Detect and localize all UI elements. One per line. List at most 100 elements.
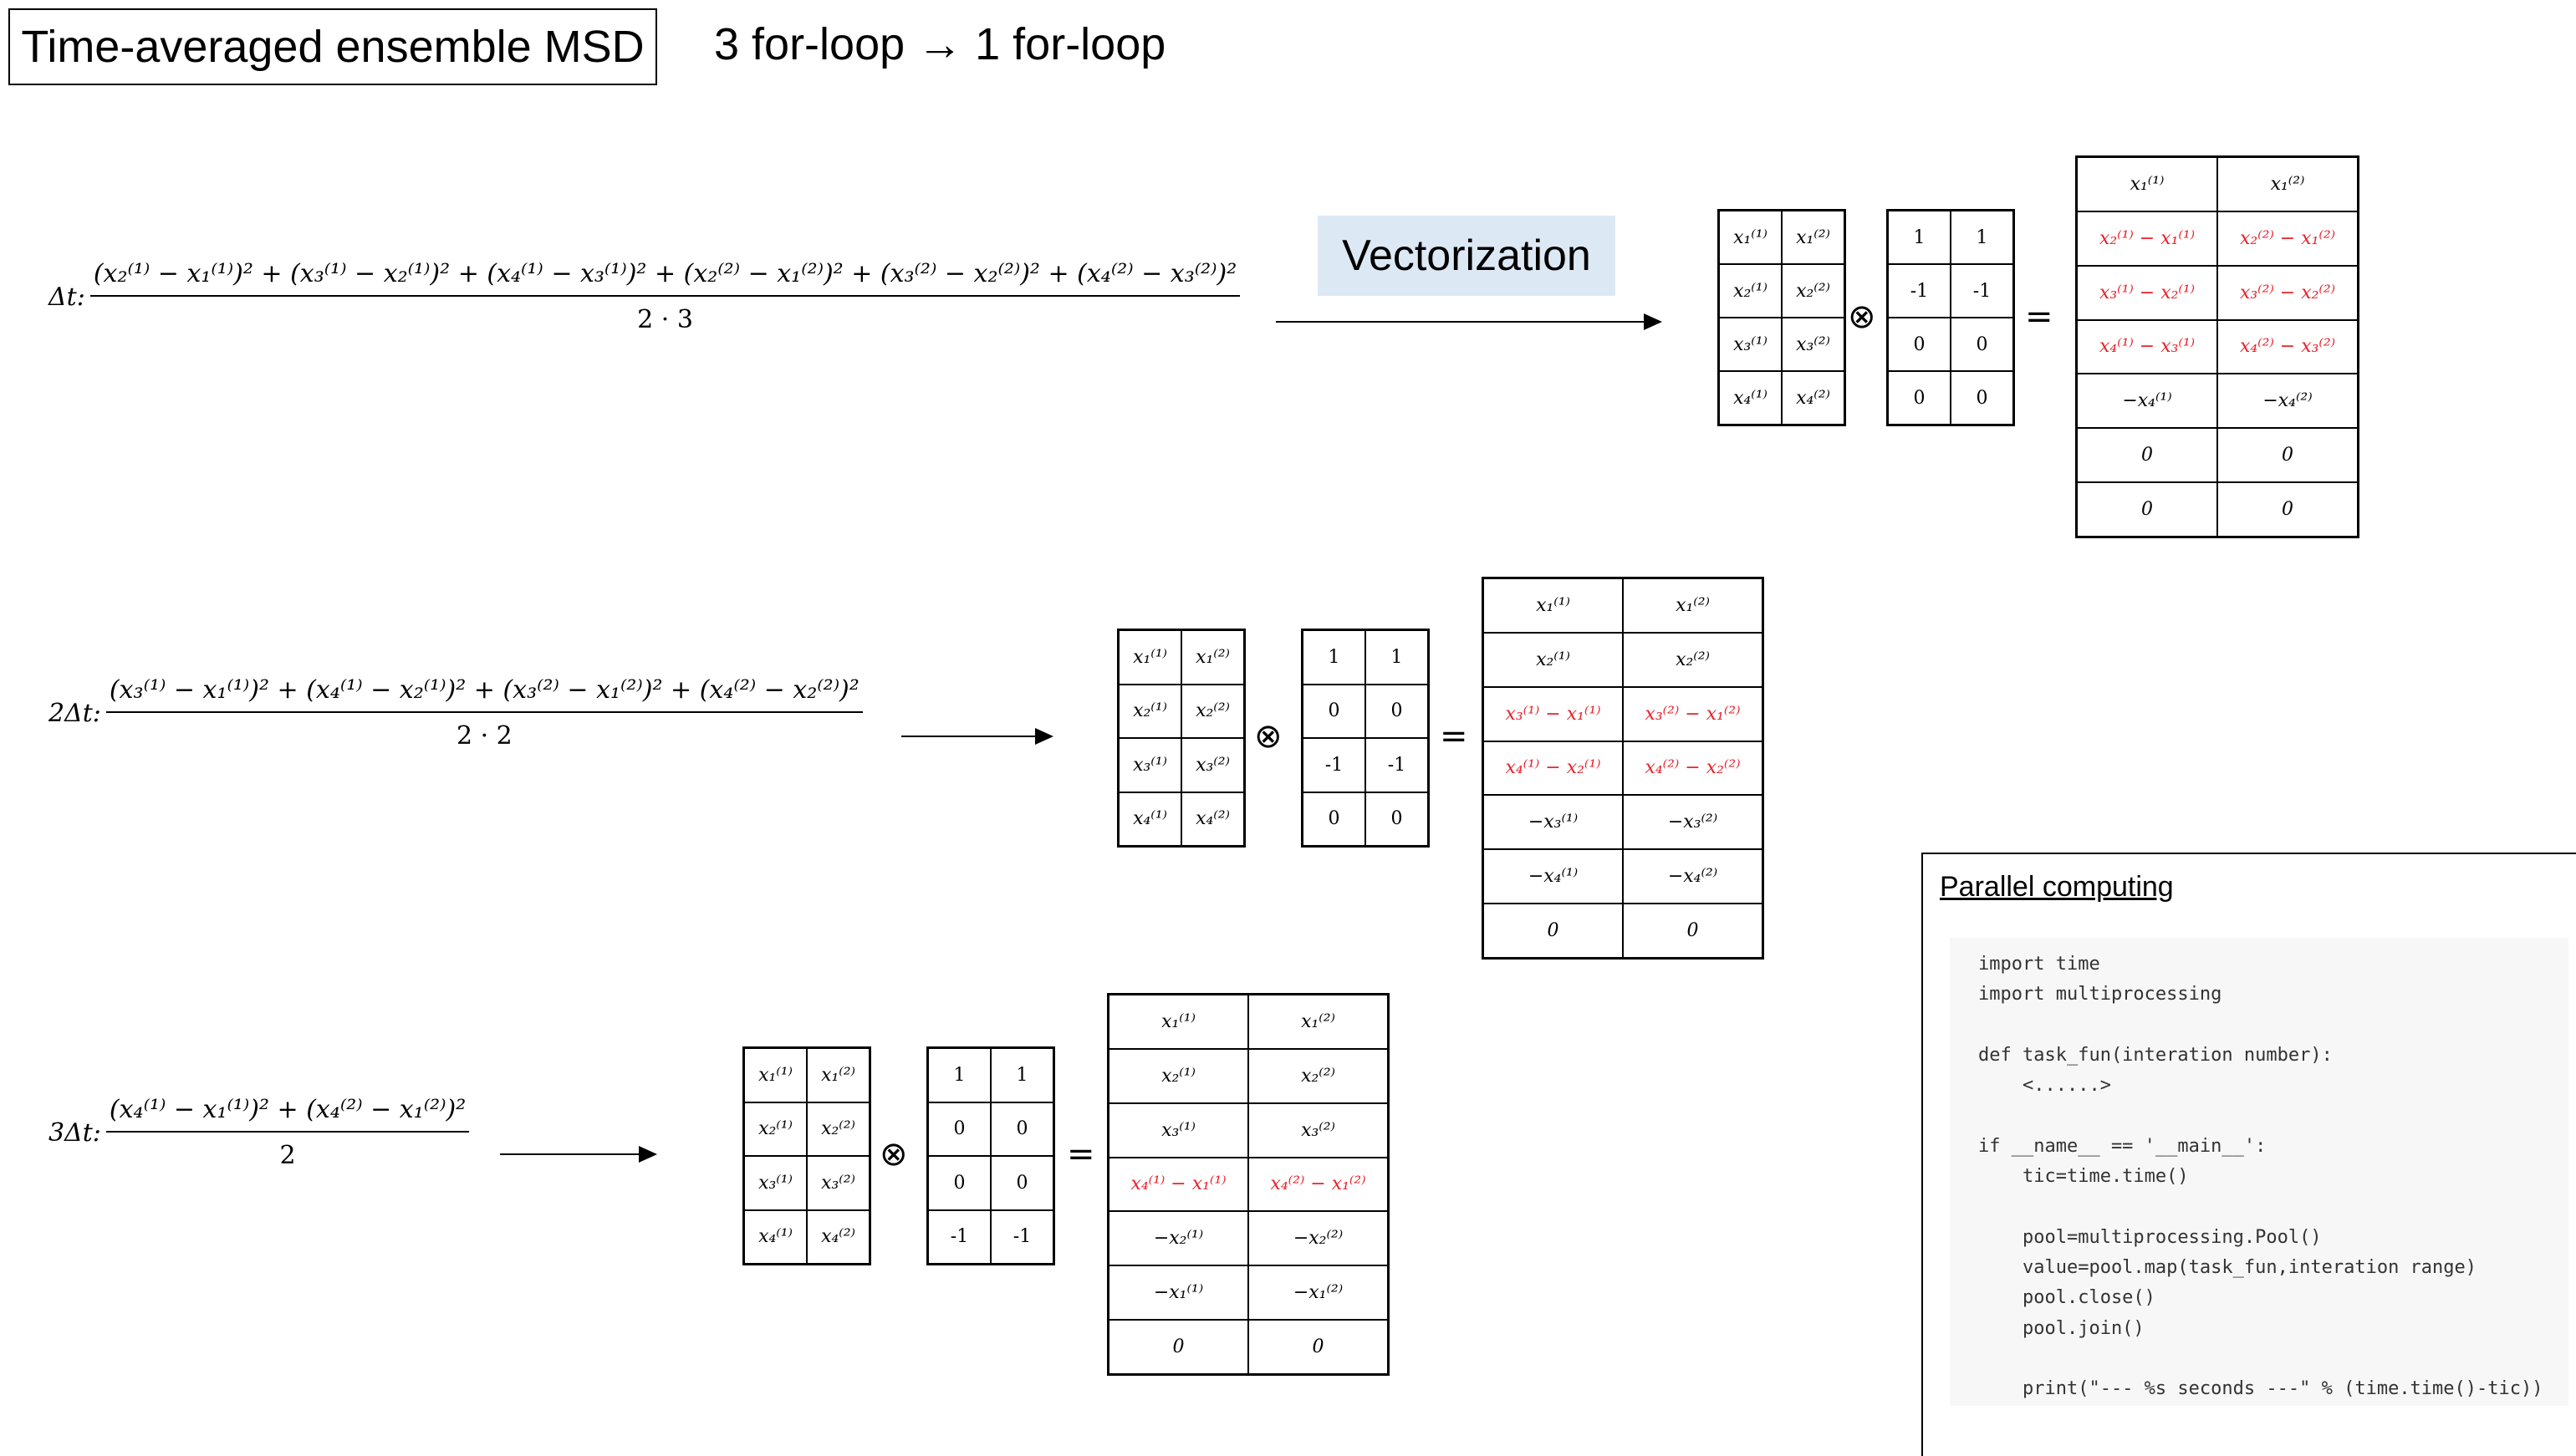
numerator: (x₃⁽¹⁾ − x₁⁽¹⁾)² + (x₄⁽¹⁾ − x₂⁽¹⁾)² + (x… (105, 675, 863, 713)
result-matrix-cell: −x₄⁽²⁾ (1623, 849, 1762, 904)
operator-matrix-cell: 0 (1951, 318, 2013, 371)
equals-symbol: = (2025, 298, 2053, 336)
operator-matrix-cell: -1 (1888, 264, 1951, 318)
kronecker-symbol: ⊗ (1254, 717, 1283, 756)
result-matrix: x₁⁽¹⁾x₁⁽²⁾x₂⁽¹⁾x₂⁽²⁾x₃⁽¹⁾ − x₁⁽¹⁾x₃⁽²⁾ −… (1482, 577, 1764, 960)
result-matrix-cell: 0 (2077, 482, 2217, 537)
x-matrix-cell: x₂⁽¹⁾ (744, 1102, 807, 1156)
operator-matrix-cell: -1 (1303, 738, 1365, 792)
result-matrix-cell: x₂⁽¹⁾ − x₁⁽¹⁾ (2077, 211, 2217, 266)
x-matrix-cell: x₂⁽²⁾ (1181, 684, 1244, 738)
result-matrix-cell: x₂⁽¹⁾ (1483, 632, 1623, 687)
result-matrix-cell: 0 (2217, 482, 2358, 537)
result-matrix-cell: −x₂⁽²⁾ (1248, 1211, 1388, 1266)
result-matrix-cell: −x₄⁽¹⁾ (2077, 374, 2217, 429)
x-matrix-cell: x₃⁽¹⁾ (744, 1156, 807, 1210)
x-matrix-cell: x₃⁽²⁾ (1181, 738, 1244, 792)
result-matrix: x₁⁽¹⁾x₁⁽²⁾x₂⁽¹⁾ − x₁⁽¹⁾x₂⁽²⁾ − x₁⁽²⁾x₃⁽¹… (2075, 155, 2359, 538)
result-matrix-cell: x₃⁽¹⁾ (1109, 1102, 1248, 1158)
operator-matrix-cell: 1 (1888, 211, 1951, 264)
result-matrix-cell: x₁⁽²⁾ (2217, 157, 2358, 211)
operator-matrix-cell: 0 (928, 1102, 991, 1156)
operator-matrix-cell: 0 (1303, 792, 1365, 846)
x-matrix-cell: x₃⁽²⁾ (807, 1156, 870, 1210)
formula-lhs: 2Δt: (48, 698, 101, 728)
x-matrix: x₁⁽¹⁾x₁⁽²⁾x₂⁽¹⁾x₂⁽²⁾x₃⁽¹⁾x₃⁽²⁾x₄⁽¹⁾x₄⁽²⁾ (1117, 629, 1246, 848)
result-matrix-cell: x₁⁽¹⁾ (1109, 995, 1248, 1049)
operator-matrix-cell: 1 (1303, 630, 1365, 685)
result-matrix-cell: −x₁⁽¹⁾ (1109, 1265, 1248, 1321)
arrow-right-icon (1276, 313, 1662, 330)
result-matrix-cell: x₃⁽²⁾ − x₁⁽²⁾ (1623, 686, 1762, 741)
equals-symbol: = (1067, 1135, 1095, 1173)
result-matrix-cell: x₃⁽¹⁾ − x₁⁽¹⁾ (1483, 686, 1623, 741)
formula-lhs: 3Δt: (48, 1117, 101, 1148)
operator-matrix-cell: 0 (1888, 318, 1951, 371)
numerator: (x₄⁽¹⁾ − x₁⁽¹⁾)² + (x₄⁽²⁾ − x₁⁽²⁾)² (105, 1095, 470, 1133)
x-matrix-cell: x₄⁽²⁾ (807, 1209, 870, 1264)
result-matrix-cell: x₄⁽²⁾ − x₂⁽²⁾ (1623, 741, 1762, 796)
x-matrix-cell: x₄⁽²⁾ (1782, 371, 1844, 425)
operator-matrix-cell: -1 (1365, 738, 1428, 792)
x-matrix-cell: x₁⁽²⁾ (807, 1048, 870, 1102)
x-matrix: x₁⁽¹⁾x₁⁽²⁾x₂⁽¹⁾x₂⁽²⁾x₃⁽¹⁾x₃⁽²⁾x₄⁽¹⁾x₄⁽²⁾ (1717, 209, 1846, 426)
result-matrix-cell: x₄⁽¹⁾ − x₂⁽¹⁾ (1483, 741, 1623, 796)
fraction: (x₂⁽¹⁾ − x₁⁽¹⁾)² + (x₃⁽¹⁾ − x₂⁽¹⁾)² + (x… (89, 259, 1241, 334)
result-matrix-cell: x₁⁽²⁾ (1623, 578, 1762, 633)
result-matrix-cell: x₁⁽¹⁾ (2077, 157, 2217, 211)
subtitle: 3 for-loop → 1 for-loop (714, 19, 1166, 69)
x-matrix-cell: x₃⁽²⁾ (1782, 318, 1844, 371)
denominator: 2 (279, 1141, 296, 1170)
result-matrix-cell: −x₄⁽²⁾ (2217, 374, 2358, 429)
arrow-right-icon (901, 728, 1053, 745)
result-matrix-cell: −x₄⁽¹⁾ (1483, 849, 1623, 904)
x-matrix-cell: x₂⁽¹⁾ (1719, 264, 1782, 318)
result-matrix-cell: x₁⁽²⁾ (1248, 995, 1388, 1049)
result-matrix-cell: 0 (1623, 904, 1762, 958)
formula-dt: Δt: (x₂⁽¹⁾ − x₁⁽¹⁾)² + (x₃⁽¹⁾ − x₂⁽¹⁾)² … (48, 259, 1241, 334)
x-matrix-cell: x₁⁽¹⁾ (1119, 630, 1181, 685)
kronecker-symbol: ⊗ (1848, 298, 1876, 336)
result-matrix-cell: −x₂⁽¹⁾ (1109, 1211, 1248, 1266)
result-matrix-cell: 0 (2077, 428, 2217, 483)
fraction: (x₃⁽¹⁾ − x₁⁽¹⁾)² + (x₄⁽¹⁾ − x₂⁽¹⁾)² + (x… (105, 675, 863, 751)
formula-2dt: 2Δt: (x₃⁽¹⁾ − x₁⁽¹⁾)² + (x₄⁽¹⁾ − x₂⁽¹⁾)²… (48, 675, 863, 751)
page-title: Time-averaged ensemble MSD (21, 22, 645, 72)
result-matrix-cell: x₄⁽¹⁾ − x₁⁽¹⁾ (1109, 1157, 1248, 1212)
result-matrix-cell: x₂⁽²⁾ − x₁⁽²⁾ (2217, 211, 2358, 266)
x-matrix-cell: x₂⁽²⁾ (1782, 264, 1844, 318)
x-matrix-cell: x₃⁽¹⁾ (1119, 738, 1181, 792)
x-matrix-cell: x₁⁽²⁾ (1782, 211, 1844, 264)
result-matrix-cell: 0 (2217, 428, 2358, 483)
result-matrix-cell: x₄⁽²⁾ − x₃⁽²⁾ (2217, 319, 2358, 374)
result-matrix-cell: −x₃⁽¹⁾ (1483, 795, 1623, 850)
operator-matrix-cell: 0 (1303, 684, 1365, 738)
x-matrix-cell: x₂⁽¹⁾ (1119, 684, 1181, 738)
operator-matrix-cell: 1 (1365, 630, 1428, 685)
operator-matrix-cell: -1 (1951, 264, 2013, 318)
operator-matrix-cell: -1 (928, 1209, 991, 1264)
result-matrix-cell: x₂⁽²⁾ (1623, 632, 1762, 687)
operator-matrix-cell: 0 (991, 1156, 1053, 1210)
result-matrix-cell: x₄⁽²⁾ − x₁⁽²⁾ (1248, 1157, 1388, 1212)
x-matrix-cell: x₃⁽¹⁾ (1719, 318, 1782, 371)
result-matrix-cell: x₃⁽²⁾ − x₂⁽²⁾ (2217, 265, 2358, 320)
result-matrix-cell: 0 (1483, 904, 1623, 958)
arrow-right-icon (500, 1146, 657, 1163)
vectorization-label: Vectorization (1318, 216, 1615, 296)
result-matrix-cell: x₂⁽¹⁾ (1109, 1048, 1248, 1103)
x-matrix-cell: x₄⁽²⁾ (1181, 792, 1244, 846)
code-panel-title: Parallel computing (1940, 871, 2174, 903)
operator-matrix-cell: 1 (991, 1048, 1053, 1102)
x-matrix-cell: x₄⁽¹⁾ (1119, 792, 1181, 846)
kronecker-symbol: ⊗ (880, 1135, 908, 1173)
result-matrix-cell: x₃⁽¹⁾ − x₂⁽¹⁾ (2077, 265, 2217, 320)
denominator: 2 · 3 (637, 305, 693, 334)
result-matrix-cell: 0 (1248, 1320, 1388, 1374)
result-matrix: x₁⁽¹⁾x₁⁽²⁾x₂⁽¹⁾x₂⁽²⁾x₃⁽¹⁾x₃⁽²⁾x₄⁽¹⁾ − x₁… (1107, 993, 1390, 1376)
operator-matrix-cell: 0 (991, 1102, 1053, 1156)
title-box: Time-averaged ensemble MSD (8, 8, 657, 85)
